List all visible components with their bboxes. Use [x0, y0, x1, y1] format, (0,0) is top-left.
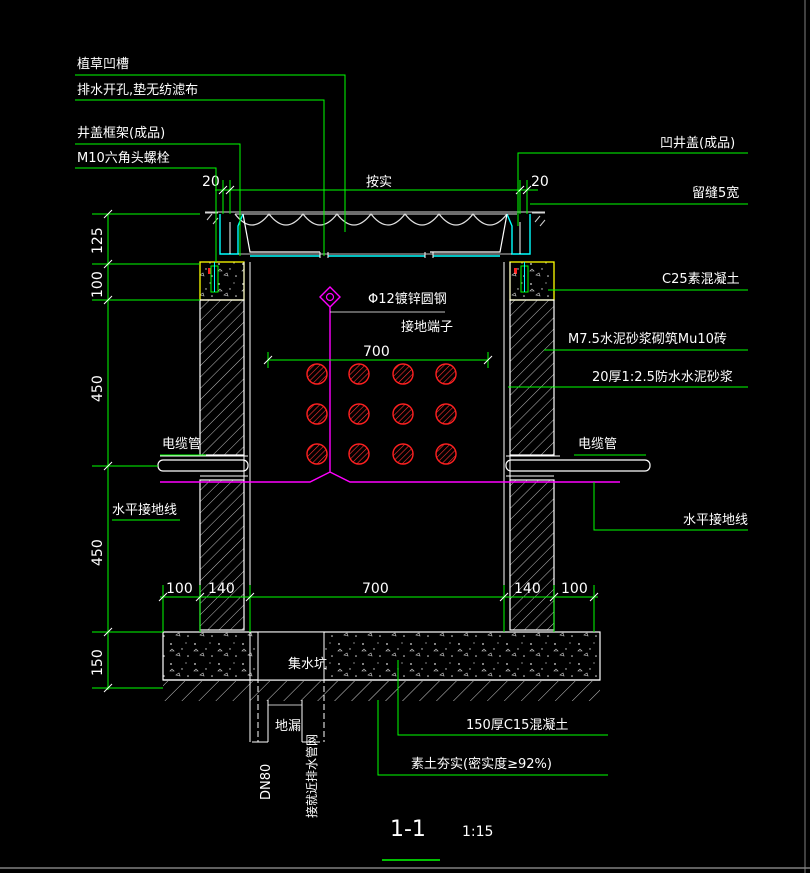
dim-v-450b: 450	[90, 539, 106, 566]
label-hex-bolt: M10六角头螺栓	[77, 151, 170, 166]
pipe-spacing-dim: 700	[263, 344, 493, 368]
dim-b-140-right: 140	[514, 581, 541, 597]
dim-top-20-right: 20	[531, 174, 549, 190]
press-fit-text: 按实	[366, 175, 392, 190]
section-title-text: 1-1	[390, 817, 426, 842]
base-slab	[162, 630, 601, 743]
label-ground-wire-right: 水平接地线	[683, 512, 748, 528]
dim-b-140-left: 140	[208, 581, 235, 597]
dim-v-125: 125	[90, 227, 106, 254]
label-ground-terminal: 接地端子	[401, 319, 453, 335]
dim-v-450a: 450	[90, 375, 106, 402]
label-cover-frame: 井盖框架(成品)	[77, 126, 165, 141]
cable-section-2-0	[306, 443, 328, 465]
top-dimensions: 20 20 按实	[202, 174, 549, 214]
cable-section-2-1	[348, 443, 370, 465]
label-sump: 集水坑	[288, 656, 327, 672]
cable-pipes	[157, 455, 651, 477]
label-c15: 150厚C15混凝土	[466, 717, 568, 733]
label-floor-drain: 地漏	[275, 718, 301, 734]
dim-b-700: 700	[362, 581, 389, 597]
label-cable-pipe-left: 电缆管	[162, 436, 201, 452]
cable-section-0-3	[435, 363, 457, 385]
label-drain-holes: 排水开孔,垫无纺滤布	[77, 82, 198, 98]
label-gap: 留缝5宽	[692, 185, 739, 201]
cable-section-1-0	[306, 403, 328, 425]
dim-b-100-left: 100	[166, 581, 193, 597]
vertical-dimensions: 125 100 450 450 150	[90, 209, 200, 693]
cable-section-0-1	[348, 363, 370, 385]
cable-section-0-2	[392, 363, 414, 385]
label-concave-cover: 凹井盖(成品)	[660, 136, 735, 151]
cable-section-2-3	[435, 443, 457, 465]
label-planting-groove: 植草凹槽	[77, 57, 129, 72]
label-waterproof-mortar: 20厚1:2.5防水水泥砂浆	[592, 369, 733, 385]
label-drain-pipe: 接就近排水管网	[304, 734, 319, 818]
dim-v-100: 100	[90, 271, 106, 298]
label-brick-wall: M7.5水泥砂浆砌筑Mu10砖	[568, 331, 727, 347]
cable-section-0-0	[306, 363, 328, 385]
cover-frame	[208, 213, 531, 274]
ground-surface	[205, 211, 546, 227]
pipe-spacing-text: 700	[363, 344, 390, 360]
label-dn80: DN80	[259, 764, 274, 800]
label-c25: C25素混凝土	[662, 271, 740, 287]
dim-b-100-right: 100	[561, 581, 588, 597]
leader-lines	[75, 74, 748, 776]
grounding-system	[160, 286, 620, 483]
dim-v-150: 150	[90, 649, 106, 676]
cable-bundle	[306, 363, 457, 465]
label-ground-wire-left: 水平接地线	[112, 502, 177, 518]
bottom-dimensions: 100 140 700 140 100	[158, 581, 599, 632]
section-title: 1-1 1:15	[382, 817, 493, 861]
cable-section-2-2	[392, 443, 414, 465]
annotations: 植草凹槽 排水开孔,垫无纺滤布 井盖框架(成品) M10六角头螺栓 凹井盖(成品…	[77, 57, 748, 818]
cable-section-1-3	[435, 403, 457, 425]
label-rammed-soil: 素土夯实(密实度≥92%)	[411, 756, 552, 772]
label-cable-pipe-right: 电缆管	[578, 436, 617, 452]
label-galvanized-steel: Φ12镀锌圆钢	[368, 291, 447, 307]
brick-walls	[199, 262, 555, 631]
cable-section-1-1	[348, 403, 370, 425]
cable-section-1-2	[392, 403, 414, 425]
section-scale-text: 1:15	[462, 824, 493, 840]
dim-top-20-left: 20	[202, 174, 220, 190]
